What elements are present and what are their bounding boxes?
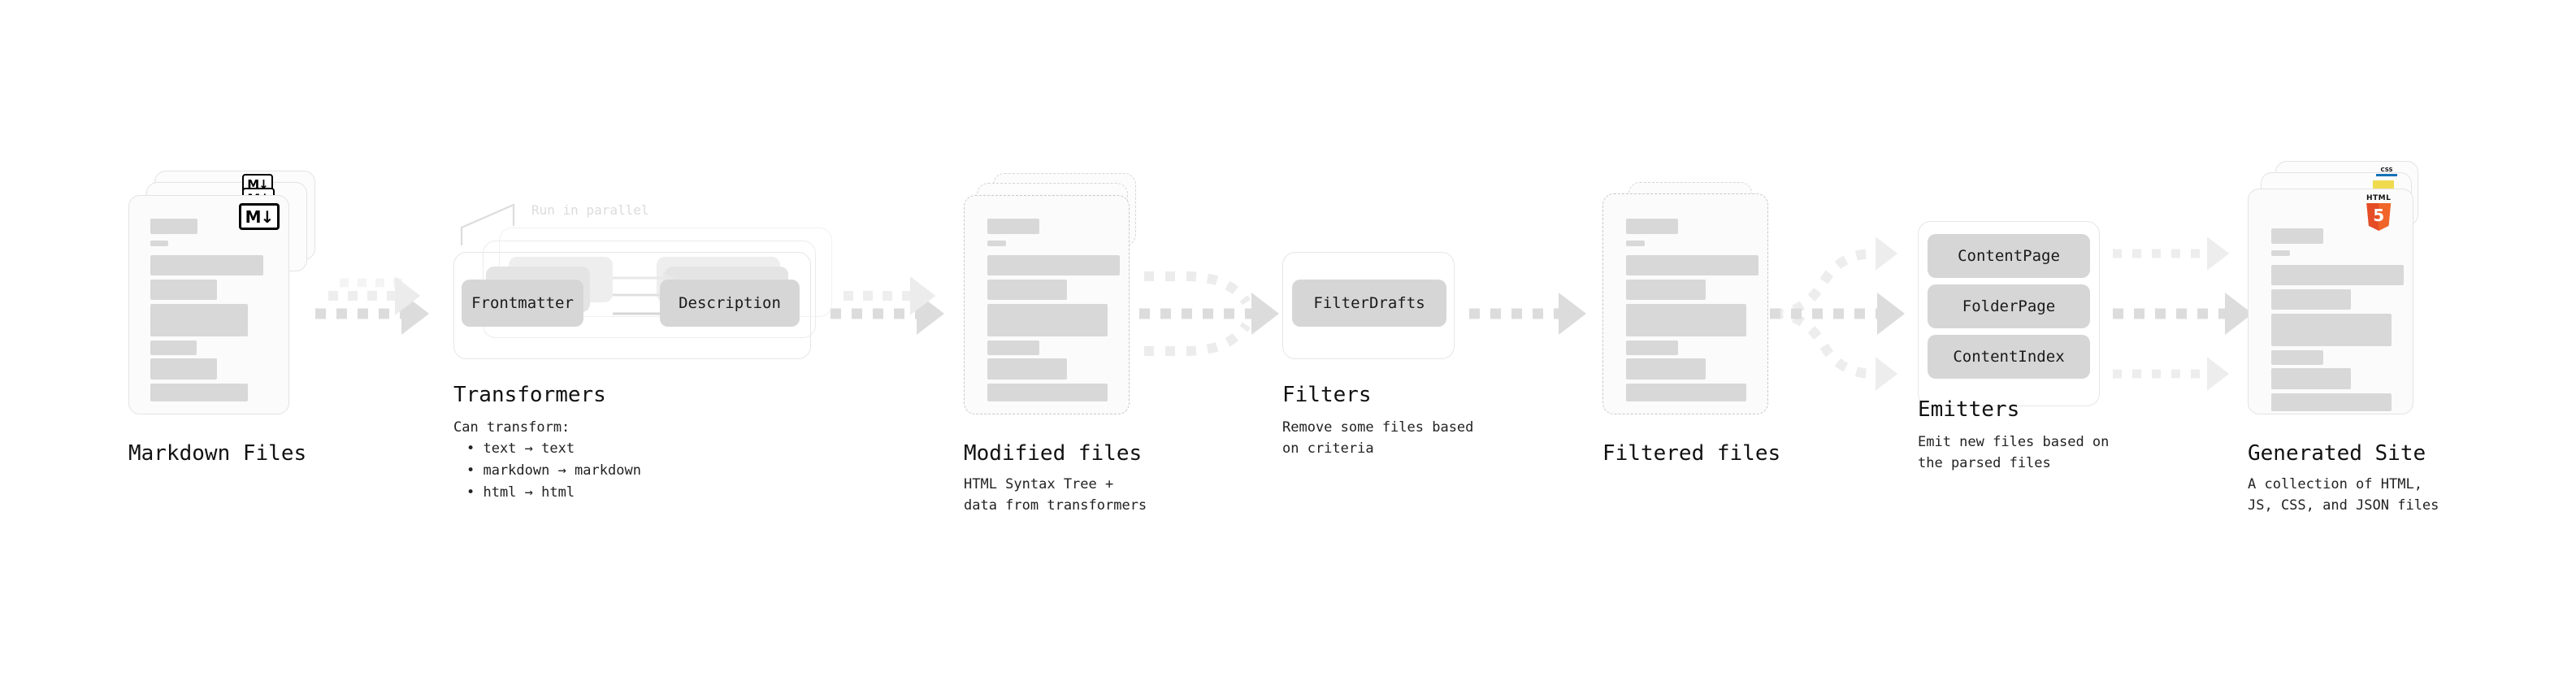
skeleton-bar	[987, 304, 1108, 336]
skeleton-bar	[987, 241, 1006, 246]
skeleton-bar	[987, 358, 1067, 380]
transformer-group[interactable]	[453, 252, 811, 359]
html5-icon: HTML 5	[2366, 194, 2392, 231]
skeleton-bar	[150, 219, 197, 234]
skeleton-bar	[1626, 219, 1678, 234]
stage-title-transformers: Transformers	[453, 383, 606, 407]
html5-icon-word: HTML	[2366, 194, 2392, 202]
connector-modified-to-filters	[1139, 271, 1279, 356]
skeleton-bar	[987, 384, 1108, 401]
connector-filters-to-filtered	[1469, 293, 1586, 335]
emitter-node-contentpage[interactable]: ContentPage	[1928, 234, 2090, 278]
stage-title-filters: Filters	[1282, 383, 1372, 407]
css-icon: CSS	[2376, 167, 2397, 176]
skeleton-bar	[1626, 340, 1678, 355]
stage-title-markdown-files: Markdown Files	[128, 441, 307, 466]
html5-icon-shield: 5	[2366, 203, 2392, 231]
run-in-parallel-bracket	[460, 203, 515, 245]
skeleton-bar	[1626, 255, 1759, 275]
skeleton-bar	[150, 304, 248, 336]
document-card-filtered[interactable]	[1602, 193, 1768, 414]
skeleton-bar	[150, 280, 217, 300]
css-icon-underline	[2376, 174, 2397, 176]
skeleton-bar	[2271, 393, 2392, 411]
skeleton-bar	[1626, 358, 1706, 380]
emitter-node-folderpage[interactable]: FolderPage	[1928, 284, 2090, 328]
transformer-node-frontmatter[interactable]: Frontmatter	[462, 280, 583, 327]
css-icon-label: CSS	[2380, 167, 2393, 173]
filter-group[interactable]	[1282, 252, 1455, 359]
skeleton-bar	[987, 280, 1067, 300]
skeleton-bar	[1626, 304, 1746, 336]
skeleton-bar	[2271, 350, 2323, 365]
emitter-node-contentindex[interactable]: ContentIndex	[1928, 335, 2090, 379]
skeleton-bar	[1626, 241, 1645, 246]
skeleton-bar	[1626, 280, 1706, 300]
skeleton-bar	[150, 358, 217, 380]
skeleton-bar	[987, 255, 1120, 275]
skeleton-bar	[150, 241, 168, 246]
connector-filtered-to-emitters	[1770, 236, 1905, 391]
stage-description-generated-site: A collection of HTML, JS, CSS, and JSON …	[2248, 476, 2439, 514]
stage-description-modified-files: HTML Syntax Tree + data from transformer…	[964, 476, 1147, 514]
skeleton-bar	[2271, 368, 2351, 389]
skeleton-bar	[2271, 289, 2351, 310]
connector-emitters-to-site	[2113, 236, 2253, 391]
transformers-bullet-1: • markdown → markdown	[466, 462, 641, 479]
skeleton-bar	[987, 340, 1039, 355]
skeleton-bar	[150, 384, 248, 401]
stage-title-filtered-files: Filtered files	[1602, 441, 1781, 466]
stage-description-emitters: Emit new files based on the parsed files	[1918, 434, 2110, 472]
document-card-modified[interactable]	[964, 195, 1130, 414]
skeleton-bar	[2271, 314, 2392, 346]
transformers-bullet-0: • text → text	[466, 440, 575, 457]
connector-transformers-to-modified	[830, 276, 944, 335]
skeleton-bar	[987, 219, 1039, 234]
skeleton-bar	[1626, 384, 1746, 401]
html5-icon-digit: 5	[2373, 205, 2385, 225]
stage-title-generated-site: Generated Site	[2248, 441, 2426, 466]
transformers-bullet-2: • html → html	[466, 484, 575, 501]
stage-title-modified-files: Modified files	[964, 441, 1143, 466]
markdown-icon: M↓	[239, 203, 280, 230]
skeleton-bar	[150, 255, 263, 275]
run-in-parallel-label: Run in parallel	[531, 202, 649, 218]
document-card-markdown[interactable]	[128, 195, 289, 414]
stage-description-filters: Remove some files based on criteria	[1282, 419, 1474, 458]
skeleton-bar	[2271, 250, 2290, 256]
transformer-node-description[interactable]: Description	[660, 280, 800, 327]
stage-description-transformers: Can transform:	[453, 419, 570, 436]
skeleton-bar	[2271, 228, 2323, 244]
filter-node-filterdrafts[interactable]: FilterDrafts	[1292, 280, 1446, 327]
skeleton-bar	[150, 340, 197, 355]
emitter-group[interactable]	[1918, 221, 2100, 406]
skeleton-bar	[2271, 265, 2404, 285]
connector-markdown-to-transformers	[315, 276, 429, 335]
stage-title-emitters: Emitters	[1918, 397, 2020, 422]
